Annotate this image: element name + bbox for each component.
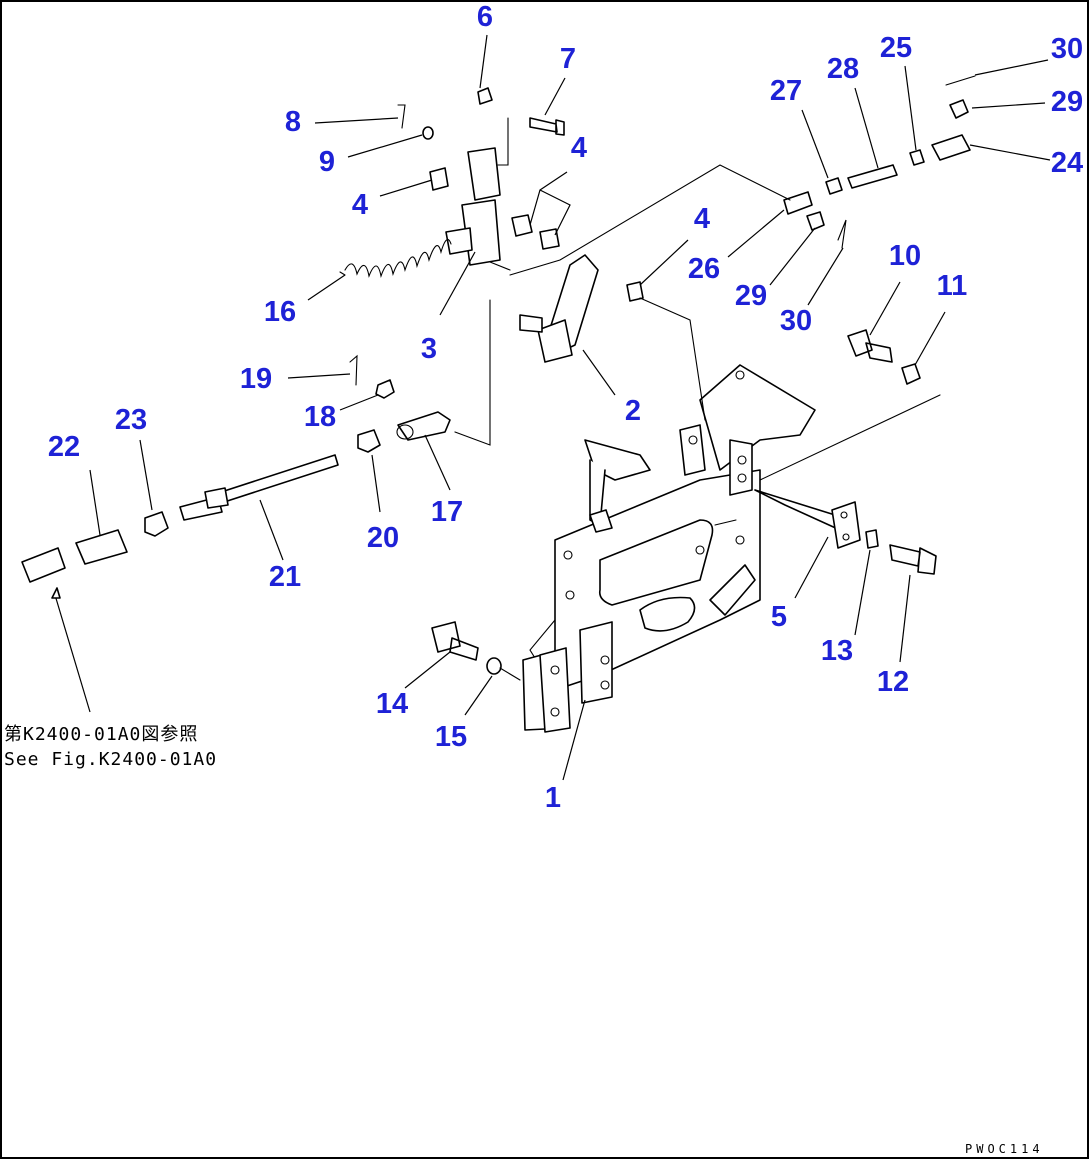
callout-2: 2	[625, 395, 641, 427]
nut-29-lower	[806, 211, 825, 231]
callout-14: 14	[376, 688, 408, 720]
drawing-code: PWOC114	[965, 1142, 1044, 1156]
bolt-12	[889, 544, 937, 575]
cotter-pin-30-upper	[945, 75, 976, 86]
callout-23: 23	[115, 404, 147, 436]
callout-29-upper: 29	[1051, 86, 1083, 118]
callout-28: 28	[827, 53, 859, 85]
callout-17: 17	[431, 496, 463, 528]
connection-lines	[454, 117, 941, 681]
callout-5: 5	[771, 601, 787, 633]
callout-22: 22	[48, 431, 80, 463]
arm-lever	[519, 254, 599, 363]
nut-11	[901, 363, 921, 385]
callout-30-lower: 30	[780, 305, 812, 337]
callout-1: 1	[545, 782, 561, 814]
callout-7: 7	[560, 43, 576, 75]
spring-16	[339, 238, 452, 279]
cap-22	[21, 547, 66, 583]
reference-note-jp: 第K2400-01A0図参照	[4, 724, 198, 745]
callout-27: 27	[770, 75, 802, 107]
callout-11: 11	[937, 270, 968, 302]
nut-29-upper	[949, 99, 969, 119]
callout-4-upper: 4	[571, 132, 587, 164]
callout-29-lower: 29	[735, 280, 767, 312]
rod-21	[179, 454, 339, 521]
callout-3: 3	[421, 333, 437, 365]
callout-21: 21	[269, 561, 301, 593]
callout-labels: 6 7 8 9 4 4 4 16 3 2 19 18 17 20 21 22 2…	[48, 1, 1083, 814]
stopper-lever	[754, 489, 861, 549]
callout-13: 13	[821, 635, 853, 667]
callout-10: 10	[889, 240, 921, 272]
nut-23	[144, 511, 169, 537]
washer-15	[486, 657, 502, 675]
nut-27	[825, 177, 843, 195]
cotter-pin-8	[397, 104, 406, 129]
callout-4-left: 4	[352, 189, 368, 221]
bracket-plate	[522, 364, 816, 733]
washer-9	[422, 126, 434, 140]
callout-6: 6	[477, 1, 493, 33]
reference-note-en: See Fig.K2400-01A0	[4, 749, 217, 770]
callout-25: 25	[880, 32, 912, 64]
leader-lines	[51, 34, 1051, 781]
lever-assembly	[429, 87, 644, 302]
callout-18: 18	[304, 401, 336, 433]
callout-9: 9	[319, 146, 335, 178]
rod-end-24	[931, 134, 971, 161]
clevis-26	[783, 191, 813, 215]
nut-20	[357, 429, 381, 453]
nut-25	[909, 149, 925, 166]
callout-8: 8	[285, 106, 301, 138]
callout-15: 15	[435, 721, 467, 753]
callout-30-upper: 30	[1051, 33, 1083, 65]
callout-4-right: 4	[694, 203, 710, 235]
knob-22	[75, 529, 128, 565]
cotter-pin-19	[349, 354, 358, 386]
callout-16: 16	[264, 296, 296, 328]
callout-26: 26	[688, 253, 720, 285]
callout-20: 20	[367, 522, 399, 554]
washer-13	[865, 529, 879, 549]
nut-18	[375, 379, 395, 399]
bolt-10	[847, 329, 893, 363]
callout-12: 12	[877, 666, 909, 698]
rod-28	[847, 164, 898, 189]
bolt-7	[529, 117, 565, 136]
clevis-17	[397, 411, 451, 441]
bolt-14	[431, 621, 479, 661]
callout-19: 19	[240, 363, 272, 395]
callout-24: 24	[1051, 147, 1083, 179]
cotter-pin-30-lower	[837, 219, 847, 249]
